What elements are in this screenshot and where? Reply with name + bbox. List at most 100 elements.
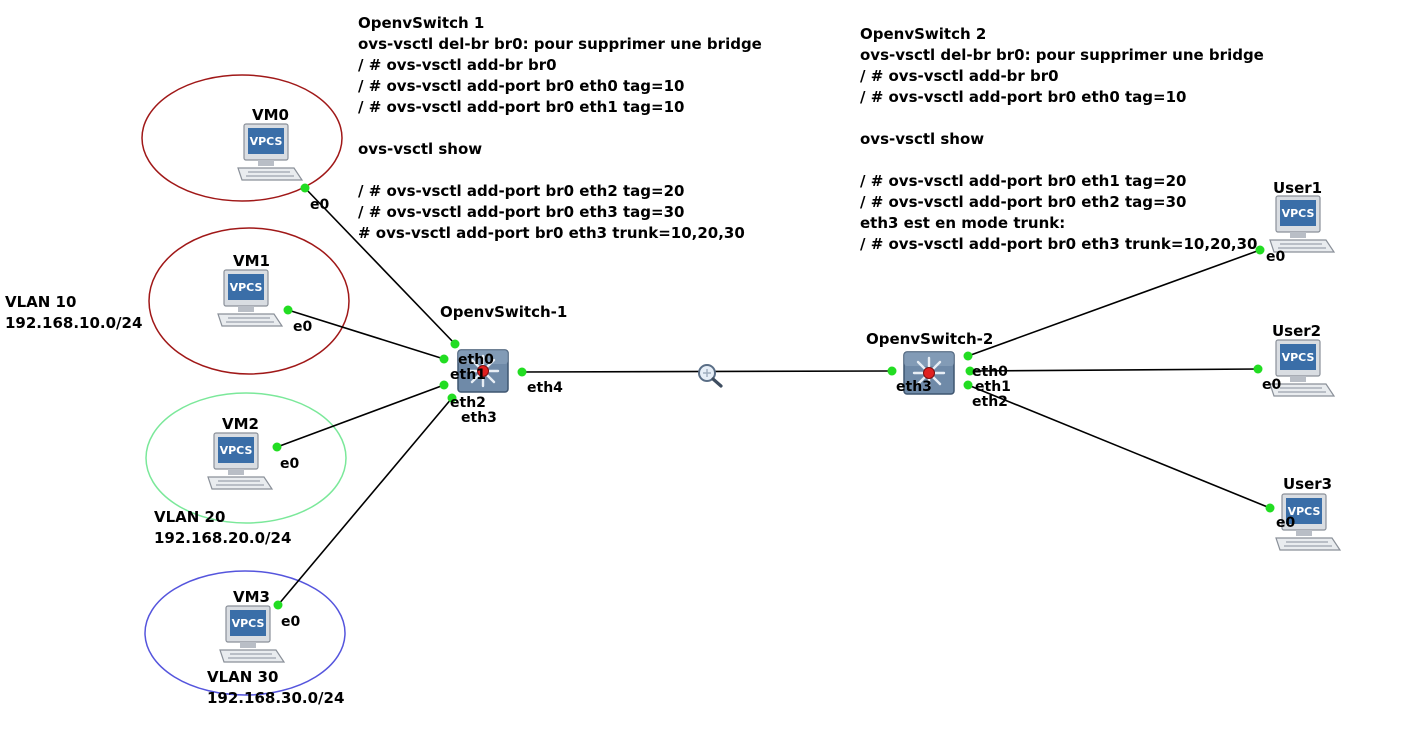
port-label-user3-e0: e0	[1276, 515, 1296, 531]
packet-capture-magnifier-icon[interactable]	[696, 362, 724, 390]
note-line: eth3 est en mode trunk:	[860, 214, 1066, 232]
note-line: ovs-vsctl del-br br0: pour supprimer une…	[860, 46, 1264, 64]
port-dots	[272, 183, 1275, 610]
link-ovs2-user1[interactable]	[967, 249, 1261, 357]
note-line	[358, 118, 762, 139]
note-line	[358, 160, 762, 181]
node-label-vm0: VM0	[252, 106, 289, 124]
vpcs-computer-icon-vm3[interactable]: VPCS	[216, 604, 288, 668]
vpcs-screen-label: VPCS	[1281, 207, 1315, 220]
node-label-ovs2: OpenvSwitch-2	[866, 330, 994, 348]
openvswitch-1-icon[interactable]	[456, 348, 510, 394]
note-line	[860, 150, 1264, 171]
switch1-commands-note: OpenvSwitch 1 ovs-vsctl del-br br0: pour…	[358, 13, 762, 244]
port-label-vm3-e0: e0	[281, 614, 301, 630]
port-label-ovs2-eth2: eth2	[972, 394, 1008, 410]
vlan10-circle-vm1	[148, 227, 350, 375]
vlan30-subnet: 192.168.30.0/24	[207, 689, 345, 707]
vlan30-name: VLAN 30	[207, 668, 279, 686]
port-dot	[963, 380, 973, 390]
vpcs-computer-icon-user3[interactable]: VPCS	[1272, 492, 1344, 556]
port-label-vm2-e0: e0	[280, 456, 300, 472]
port-dot	[965, 366, 975, 376]
vpcs-computer-icon-user2[interactable]: VPCS	[1266, 338, 1338, 402]
vlan30-circle	[144, 570, 346, 696]
node-label-user3: User3	[1283, 475, 1333, 493]
link-ovs2-user2[interactable]	[969, 368, 1259, 372]
note-line: / # ovs-vsctl add-port br0 eth2 tag=30	[860, 193, 1187, 211]
link-ovs2-user3[interactable]	[967, 384, 1271, 509]
note-line: ovs-vsctl show	[358, 140, 483, 158]
node-label-vm2: VM2	[222, 415, 259, 433]
note-line: / # ovs-vsctl add-br br0	[860, 67, 1059, 85]
port-dot	[963, 351, 973, 361]
port-dot	[273, 600, 283, 610]
vlan10-circle-vm0	[141, 74, 343, 202]
port-label-user2-e0: e0	[1262, 377, 1282, 393]
port-label-ovs1-eth4: eth4	[527, 380, 563, 396]
vpcs-computer-icon-vm1[interactable]: VPCS	[214, 268, 286, 332]
port-dot	[450, 339, 460, 349]
note-line: / # ovs-vsctl add-port br0 eth2 tag=20	[358, 182, 685, 200]
vpcs-screen-label: VPCS	[1281, 351, 1315, 364]
vpcs-screen-label: VPCS	[1287, 505, 1321, 518]
port-dot	[447, 393, 457, 403]
note-line: / # ovs-vsctl add-br br0	[358, 56, 557, 74]
port-label-ovs2-eth3: eth3	[896, 379, 932, 395]
port-dot	[887, 366, 897, 376]
note-line: / # ovs-vsctl add-port br0 eth0 tag=10	[860, 88, 1187, 106]
vlan20-name: VLAN 20	[154, 508, 226, 526]
port-dot	[517, 367, 527, 377]
port-dot	[1253, 364, 1263, 374]
link-vm2-ovs1[interactable]	[276, 384, 445, 448]
note-line: / # ovs-vsctl add-port br0 eth3 trunk=10…	[860, 235, 1258, 253]
note-line: / # ovs-vsctl add-port br0 eth1 tag=20	[860, 172, 1187, 190]
vlan20-subnet: 192.168.20.0/24	[154, 529, 292, 547]
node-label-vm1: VM1	[233, 252, 270, 270]
port-dot	[272, 442, 282, 452]
vpcs-computer-icon-user1[interactable]: VPCS	[1266, 194, 1338, 258]
openvswitch-2-icon[interactable]	[902, 350, 956, 396]
port-label-ovs1-eth1: eth1	[450, 367, 486, 383]
note-line: / # ovs-vsctl add-port br0 eth3 tag=30	[358, 203, 685, 221]
port-label-ovs1-eth2: eth2	[450, 395, 486, 411]
port-label-ovs2-eth1: eth1	[975, 379, 1011, 395]
port-label-ovs1-eth3: eth3	[461, 410, 497, 426]
vpcs-computer-icon-vm2[interactable]: VPCS	[204, 431, 276, 495]
vpcs-screen-label: VPCS	[249, 135, 283, 148]
node-label-user1: User1	[1273, 179, 1323, 197]
port-dot	[439, 380, 449, 390]
vlan10-subnet: 192.168.10.0/24	[5, 314, 143, 332]
link-vm0-ovs1[interactable]	[304, 187, 456, 345]
link-vm1-ovs1[interactable]	[287, 309, 445, 360]
vlan10-name: VLAN 10	[5, 293, 77, 311]
port-dot	[283, 305, 293, 315]
link-vm3-ovs1[interactable]	[277, 397, 453, 606]
note-line: ovs-vsctl del-br br0: pour supprimer une…	[358, 35, 762, 53]
node-label-user2: User2	[1272, 322, 1322, 340]
note-line: # ovs-vsctl add-port br0 eth3 trunk=10,2…	[358, 224, 745, 242]
port-dot	[300, 183, 310, 193]
node-label-vm3: VM3	[233, 588, 270, 606]
vpcs-computer-icon-vm0[interactable]: VPCS	[234, 122, 306, 186]
vpcs-screen-label: VPCS	[229, 281, 263, 294]
note-line: / # ovs-vsctl add-port br0 eth1 tag=10	[358, 98, 685, 116]
node-label-ovs1: OpenvSwitch-1	[440, 303, 568, 321]
port-label-ovs2-eth0: eth0	[972, 364, 1008, 380]
note-line: ovs-vsctl show	[860, 130, 985, 148]
port-label-ovs1-eth0: eth0	[458, 352, 494, 368]
vpcs-screen-label: VPCS	[219, 444, 253, 457]
note-line: / # ovs-vsctl add-port br0 eth0 tag=10	[358, 77, 685, 95]
port-dot	[439, 354, 449, 364]
port-label-vm0-e0: e0	[310, 197, 330, 213]
note-line: OpenvSwitch 1	[358, 14, 485, 32]
port-dot	[1255, 245, 1265, 255]
note-line	[860, 108, 1264, 129]
switch2-commands-note: OpenvSwitch 2 ovs-vsctl del-br br0: pour…	[860, 24, 1264, 255]
vlan20-circle	[145, 392, 347, 524]
vpcs-screen-label: VPCS	[231, 617, 265, 630]
port-dot	[1265, 503, 1275, 513]
port-label-user1-e0: e0	[1266, 249, 1286, 265]
note-line: OpenvSwitch 2	[860, 25, 987, 43]
